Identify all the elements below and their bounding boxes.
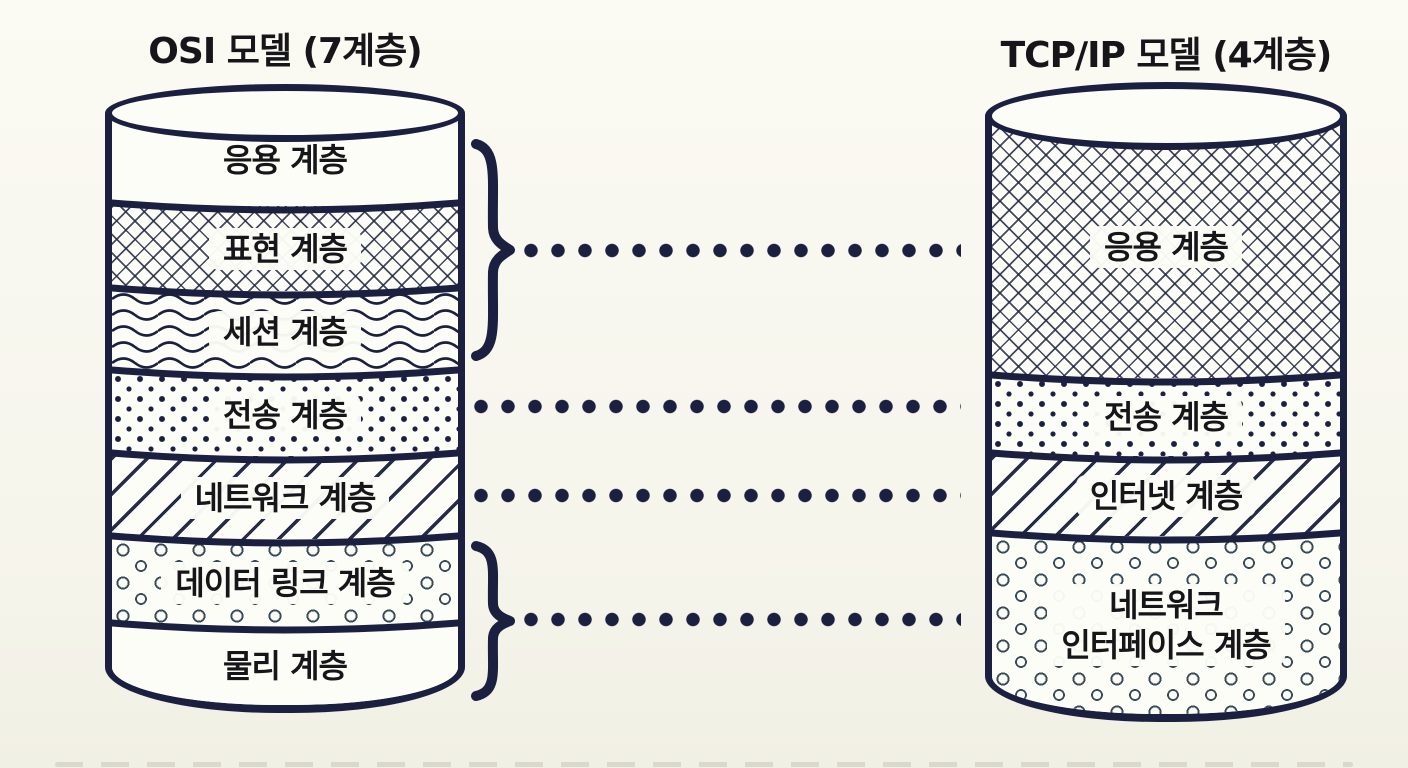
tcpip-layer-application: 응용 계층 <box>992 116 1340 378</box>
tcpip-layer-label-line1: 네트워크 <box>1109 586 1224 624</box>
osi-layer-presentation: 표현 계층 <box>112 206 458 291</box>
brace-lower-group-icon <box>471 541 515 701</box>
brace-upper-group-icon <box>471 139 515 361</box>
tcpip-cylinder-top-ellipse <box>985 82 1347 150</box>
tcpip-layer-label: 네트워크 인터페이스 계층 <box>1047 584 1285 666</box>
dotted-connector-network-interface <box>524 612 961 627</box>
tcpip-layer-label: 인터넷 계층 <box>1075 475 1257 517</box>
tcpip-layer-label: 응용 계층 <box>1090 226 1242 268</box>
tcpip-layer-label: 전송 계층 <box>1090 396 1242 438</box>
osi-layer-datalink: 데이터 링크 계층 <box>112 539 458 626</box>
osi-layer-label: 응용 계층 <box>223 140 348 179</box>
osi-layer-session: 세션 계층 <box>112 291 458 373</box>
osi-layer-label: 세션 계층 <box>209 311 361 353</box>
osi-layer-label: 네트워크 계층 <box>180 476 390 519</box>
tcpip-layer-transport: 전송 계층 <box>992 378 1340 456</box>
osi-cylinder-body: 응용 계층 표현 계층 세션 계층 전송 계층 <box>105 113 465 713</box>
tcpip-layer-internet: 인터넷 계층 <box>992 456 1340 536</box>
osi-layer-label: 물리 계층 <box>223 647 348 685</box>
dotted-connector-network-internet <box>474 488 961 503</box>
tcpip-layer-network-interface: 네트워크 인터페이스 계층 <box>992 536 1340 714</box>
osi-layer-network: 네트워크 계층 <box>112 456 458 539</box>
dotted-connector-application <box>524 243 961 258</box>
tcpip-layer-label-line2: 인터페이스 계층 <box>1061 626 1271 664</box>
tcpip-cylinder-body: 응용 계층 전송 계층 인터넷 계층 네트워크 인터페이스 계층 <box>985 116 1347 722</box>
osi-cylinder: 응용 계층 표현 계층 세션 계층 전송 계층 <box>105 84 465 716</box>
osi-layer-label: 표현 계층 <box>209 227 361 270</box>
osi-layer-label: 전송 계층 <box>209 393 361 436</box>
osi-cylinder-top-ellipse <box>105 84 465 142</box>
bottom-edge-artifact <box>55 762 1353 767</box>
osi-layer-transport: 전송 계층 <box>112 373 458 456</box>
osi-layer-physical: 물리 계층 <box>112 626 458 705</box>
osi-model-title: OSI 모델 (7계층) <box>148 31 422 72</box>
tcpip-cylinder: 응용 계층 전송 계층 인터넷 계층 네트워크 인터페이스 계층 <box>985 82 1347 722</box>
dotted-connector-transport <box>474 399 961 414</box>
osi-layer-label: 데이터 링크 계층 <box>161 561 409 604</box>
tcpip-model-title: TCP/IP 모델 (4계층) <box>1000 35 1333 76</box>
